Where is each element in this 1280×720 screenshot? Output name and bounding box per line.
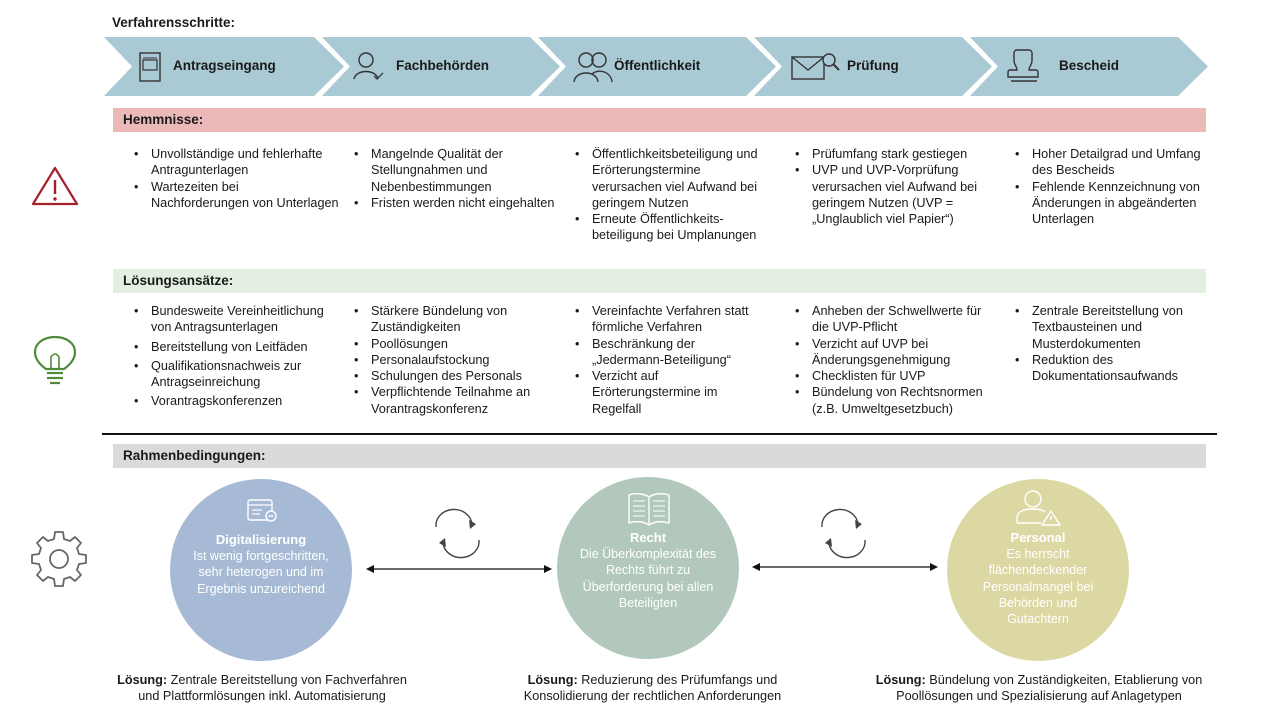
warning-icon: [31, 166, 79, 206]
list-item: Checklisten für UVP: [795, 368, 990, 385]
list-item: Vereinfachte Verfahren statt förmliche V…: [575, 303, 770, 336]
open-book-icon: [628, 492, 670, 526]
list-item: Mangelnde Qualität der Stellungnahmen un…: [354, 146, 559, 195]
list-item: Personalaufstockung: [354, 352, 559, 369]
step-label-pruefung: Prüfung: [847, 58, 899, 73]
connector-1: [366, 508, 552, 573]
list-item: Fehlende Kennzeichnung von Änderungen in…: [1015, 179, 1210, 228]
list-item: Bundesweite Vereinheitlichung von Antrag…: [134, 303, 339, 336]
list-item: Unvollständige und fehlerhafte Antragunt…: [134, 146, 339, 179]
loesungen-col-1: Bundesweite Vereinheitlichung von Antrag…: [134, 303, 339, 410]
list-item: Prüfumfang stark gestiegen: [795, 146, 990, 163]
list-item: Zentrale Bereitstellung von Textbaustein…: [1015, 303, 1210, 352]
circle-recht: Recht Die Überkomplexität des Rechts füh…: [557, 477, 739, 659]
circle-text: Es herrscht flächendeckender Personalman…: [982, 547, 1094, 627]
loesungen-col-4: Anheben der Schwellwerte für die UVP-Pfl…: [795, 303, 990, 417]
cycle-icon: [435, 508, 480, 559]
list-item: Öffentlichkeitsbeteiligung und Erörterun…: [575, 146, 770, 211]
list-item: Verzicht auf UVP bei Änderungsgenehmigun…: [795, 336, 990, 369]
people-icon: [573, 52, 613, 83]
loesungen-col-5: Zentrale Bereitstellung von Textbaustein…: [1015, 303, 1210, 384]
connector-2: [752, 508, 938, 571]
solution-text: Bündelung von Zuständigkeiten, Etablieru…: [896, 673, 1203, 703]
loesungen-col-2: Stärkere Bündelung von Zuständigkeiten P…: [354, 303, 559, 417]
hemmnisse-col-3: Öffentlichkeitsbeteiligung und Erörterun…: [575, 146, 770, 244]
solution-label: Lösung:: [875, 673, 926, 687]
circle-digitalisierung: Digitalisierung Ist wenig fortgeschritte…: [170, 479, 352, 661]
chevron-4: [754, 37, 992, 96]
step-label-oeffentlichkeit: Öffentlichkeit: [614, 58, 701, 73]
chevron-2: [322, 37, 560, 96]
list-item: Beschränkung der „Jedermann-Beteiligung“: [575, 336, 770, 369]
solution-recht: Lösung: Reduzierung des Prüfumfangs und …: [510, 672, 795, 704]
circle-title: Recht: [629, 530, 667, 545]
list-item: Stärkere Bündelung von Zuständigkeiten: [354, 303, 559, 336]
circle-title: Personal: [1010, 530, 1066, 545]
solution-personal: Lösung: Bündelung von Zuständigkeiten, E…: [872, 672, 1206, 704]
browser-window-icon: [247, 499, 277, 522]
hemmnisse-bar: Hemmnisse:: [113, 108, 1206, 132]
step-label-bescheid: Bescheid: [1059, 58, 1120, 73]
stamp-icon: [1007, 49, 1039, 82]
list-item: Bündelung von Rechtsnormen (z.B. Umweltg…: [795, 384, 990, 417]
list-item: Bereitstellung von Leitfäden: [134, 339, 339, 356]
list-item: Schulungen des Personals: [354, 368, 559, 385]
list-item: Poollösungen: [354, 336, 559, 353]
list-item: Verpflichtende Teilnahme an Vorantragsko…: [354, 384, 559, 417]
document-icon: [139, 52, 161, 82]
circle-title: Digitalisierung: [215, 532, 307, 547]
solution-digitalisierung: Lösung: Zentrale Bereitstellung von Fach…: [108, 672, 416, 704]
list-item: Reduktion des Dokumentationsaufwands: [1015, 352, 1210, 385]
step-label-fachbehoerden: Fachbehörden: [396, 58, 490, 73]
list-item: Anheben der Schwellwerte für die UVP-Pfl…: [795, 303, 990, 336]
steps-title: Verfahrensschritte:: [112, 15, 236, 30]
solution-label: Lösung:: [117, 673, 168, 687]
list-item: Wartezeiten bei Nachforderungen von Unte…: [134, 179, 339, 212]
solution-text: Reduzierung des Prüfumfangs und Konsolid…: [523, 673, 782, 703]
person-warning-icon: [1016, 490, 1061, 526]
list-item: Verzicht auf Erörterungstermine im Regel…: [575, 368, 770, 417]
chevron-1: [104, 37, 344, 96]
loesungen-col-3: Vereinfachte Verfahren statt förmliche V…: [575, 303, 770, 417]
step-label-antragseingang: Antragseingang: [173, 58, 276, 73]
list-item: Vorantragskonferenzen: [134, 393, 339, 410]
list-item: Fristen werden nicht eingehalten: [354, 195, 559, 212]
list-item: Hoher Detailgrad und Umfang des Bescheid…: [1015, 146, 1210, 179]
section-divider: [102, 433, 1217, 435]
person-check-icon: [353, 52, 384, 80]
solution-label: Lösung:: [527, 673, 578, 687]
rahmen-bar: Rahmenbedingungen:: [113, 444, 1206, 468]
circle-personal: Personal Es herrscht flächendeckender Pe…: [947, 479, 1129, 661]
hemmnisse-col-1: Unvollständige und fehlerhafte Antragunt…: [134, 146, 339, 211]
list-item: UVP und UVP-Vorprüfung verursachen viel …: [795, 162, 990, 227]
hemmnisse-col-5: Hoher Detailgrad und Umfang des Bescheid…: [1015, 146, 1210, 227]
circle-text: Die Überkomplexität des Rechts führt zu …: [579, 547, 717, 610]
list-item: Erneute Öffentlichkeits-beteiligung bei …: [575, 211, 770, 244]
circle-text: Ist wenig fortgeschritten, sehr heteroge…: [193, 549, 329, 596]
loesungen-bar: Lösungsansätze:: [113, 269, 1206, 293]
envelope-search-icon: [791, 53, 840, 80]
solution-text: Zentrale Bereitstellung von Fachverfahre…: [138, 673, 407, 703]
gear-icon: [31, 531, 87, 587]
cycle-icon: [821, 508, 866, 559]
hemmnisse-col-2: Mangelnde Qualität der Stellungnahmen un…: [354, 146, 559, 211]
hemmnisse-col-4: Prüfumfang stark gestiegen UVP und UVP-V…: [795, 146, 990, 227]
lightbulb-icon: [33, 335, 77, 385]
list-item: Qualifikationsnachweis zur Antragseinrei…: [134, 358, 339, 391]
